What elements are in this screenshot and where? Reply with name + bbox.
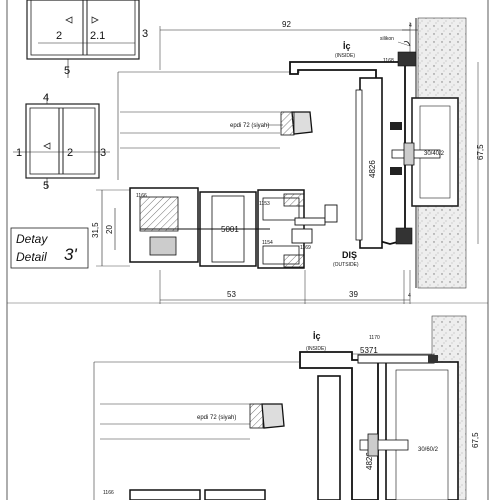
section-top: 92 4 4826 epdi 72 (siyah): [91, 17, 485, 304]
marker-1: 1: [16, 147, 22, 159]
label-5001: 5001: [221, 225, 239, 234]
marker-5b: 5: [43, 180, 49, 192]
label-anchor-top: 30/40/2: [424, 151, 445, 157]
dim-4-bottom: 4: [408, 293, 411, 299]
marker-2-1: 2.1: [90, 30, 105, 42]
dim-67-5-top: 67,5: [476, 144, 485, 160]
label-1153: 1153: [259, 201, 270, 207]
dim-39: 39: [349, 290, 358, 299]
label-1166-bottom: 1166: [103, 490, 114, 496]
dim-67-5-bottom: 67,5: [471, 432, 480, 448]
label-inside: İç: [343, 41, 351, 51]
label-1168: 1168: [383, 58, 394, 64]
label-inside-sub-bottom: (INSIDE): [306, 346, 326, 352]
dim-92: 92: [282, 20, 291, 29]
dim-31-5: 31,5: [91, 222, 100, 238]
label-1154: 1154: [262, 240, 273, 246]
label-4826: 4826: [368, 160, 377, 178]
label-gasket-bottom: epdi 72 (siyah): [197, 415, 236, 421]
dim-53: 53: [227, 290, 236, 299]
label-outside: DIŞ: [342, 250, 357, 260]
detail-label-en: Detail: [16, 250, 47, 264]
label-4826-bottom: 4826: [365, 452, 374, 470]
marker-2: 2: [56, 30, 62, 42]
marker-2b: 2: [67, 147, 73, 159]
label-5371: 5371: [360, 346, 378, 355]
label-inside-sub: (INSIDE): [335, 53, 355, 59]
dim-20: 20: [105, 225, 114, 234]
label-1169: 1169: [300, 245, 311, 251]
label-outside-sub: (OUTSIDE): [333, 262, 359, 268]
marker-4: 4: [43, 92, 49, 104]
label-inside-bottom: İç: [313, 331, 321, 341]
elevation-2: 4 1 2 3 5: [13, 92, 110, 192]
marker-5: 5: [64, 65, 70, 77]
label-gasket: epdi 72 (siyah): [230, 123, 269, 129]
section-bottom: 30/60/2 67,5 4826 epdi 72 (siyah) 1170 5…: [7, 302, 488, 500]
label-1170: 1170: [369, 335, 380, 341]
label-anchor-bottom: 30/60/2: [418, 447, 439, 453]
marker-3b: 3: [100, 147, 106, 159]
detail-number: 3': [64, 245, 77, 264]
marker-3: 3: [142, 28, 148, 40]
detail-label: Detay Detail 3': [10, 227, 89, 269]
label-silicone: silikon: [380, 36, 394, 42]
detail-label-tr: Detay: [16, 232, 48, 246]
elevation-1: 2 2.1 3 5: [26, 0, 148, 78]
label-1166: 1166: [136, 193, 147, 199]
dim-4-top: 4: [409, 23, 412, 29]
